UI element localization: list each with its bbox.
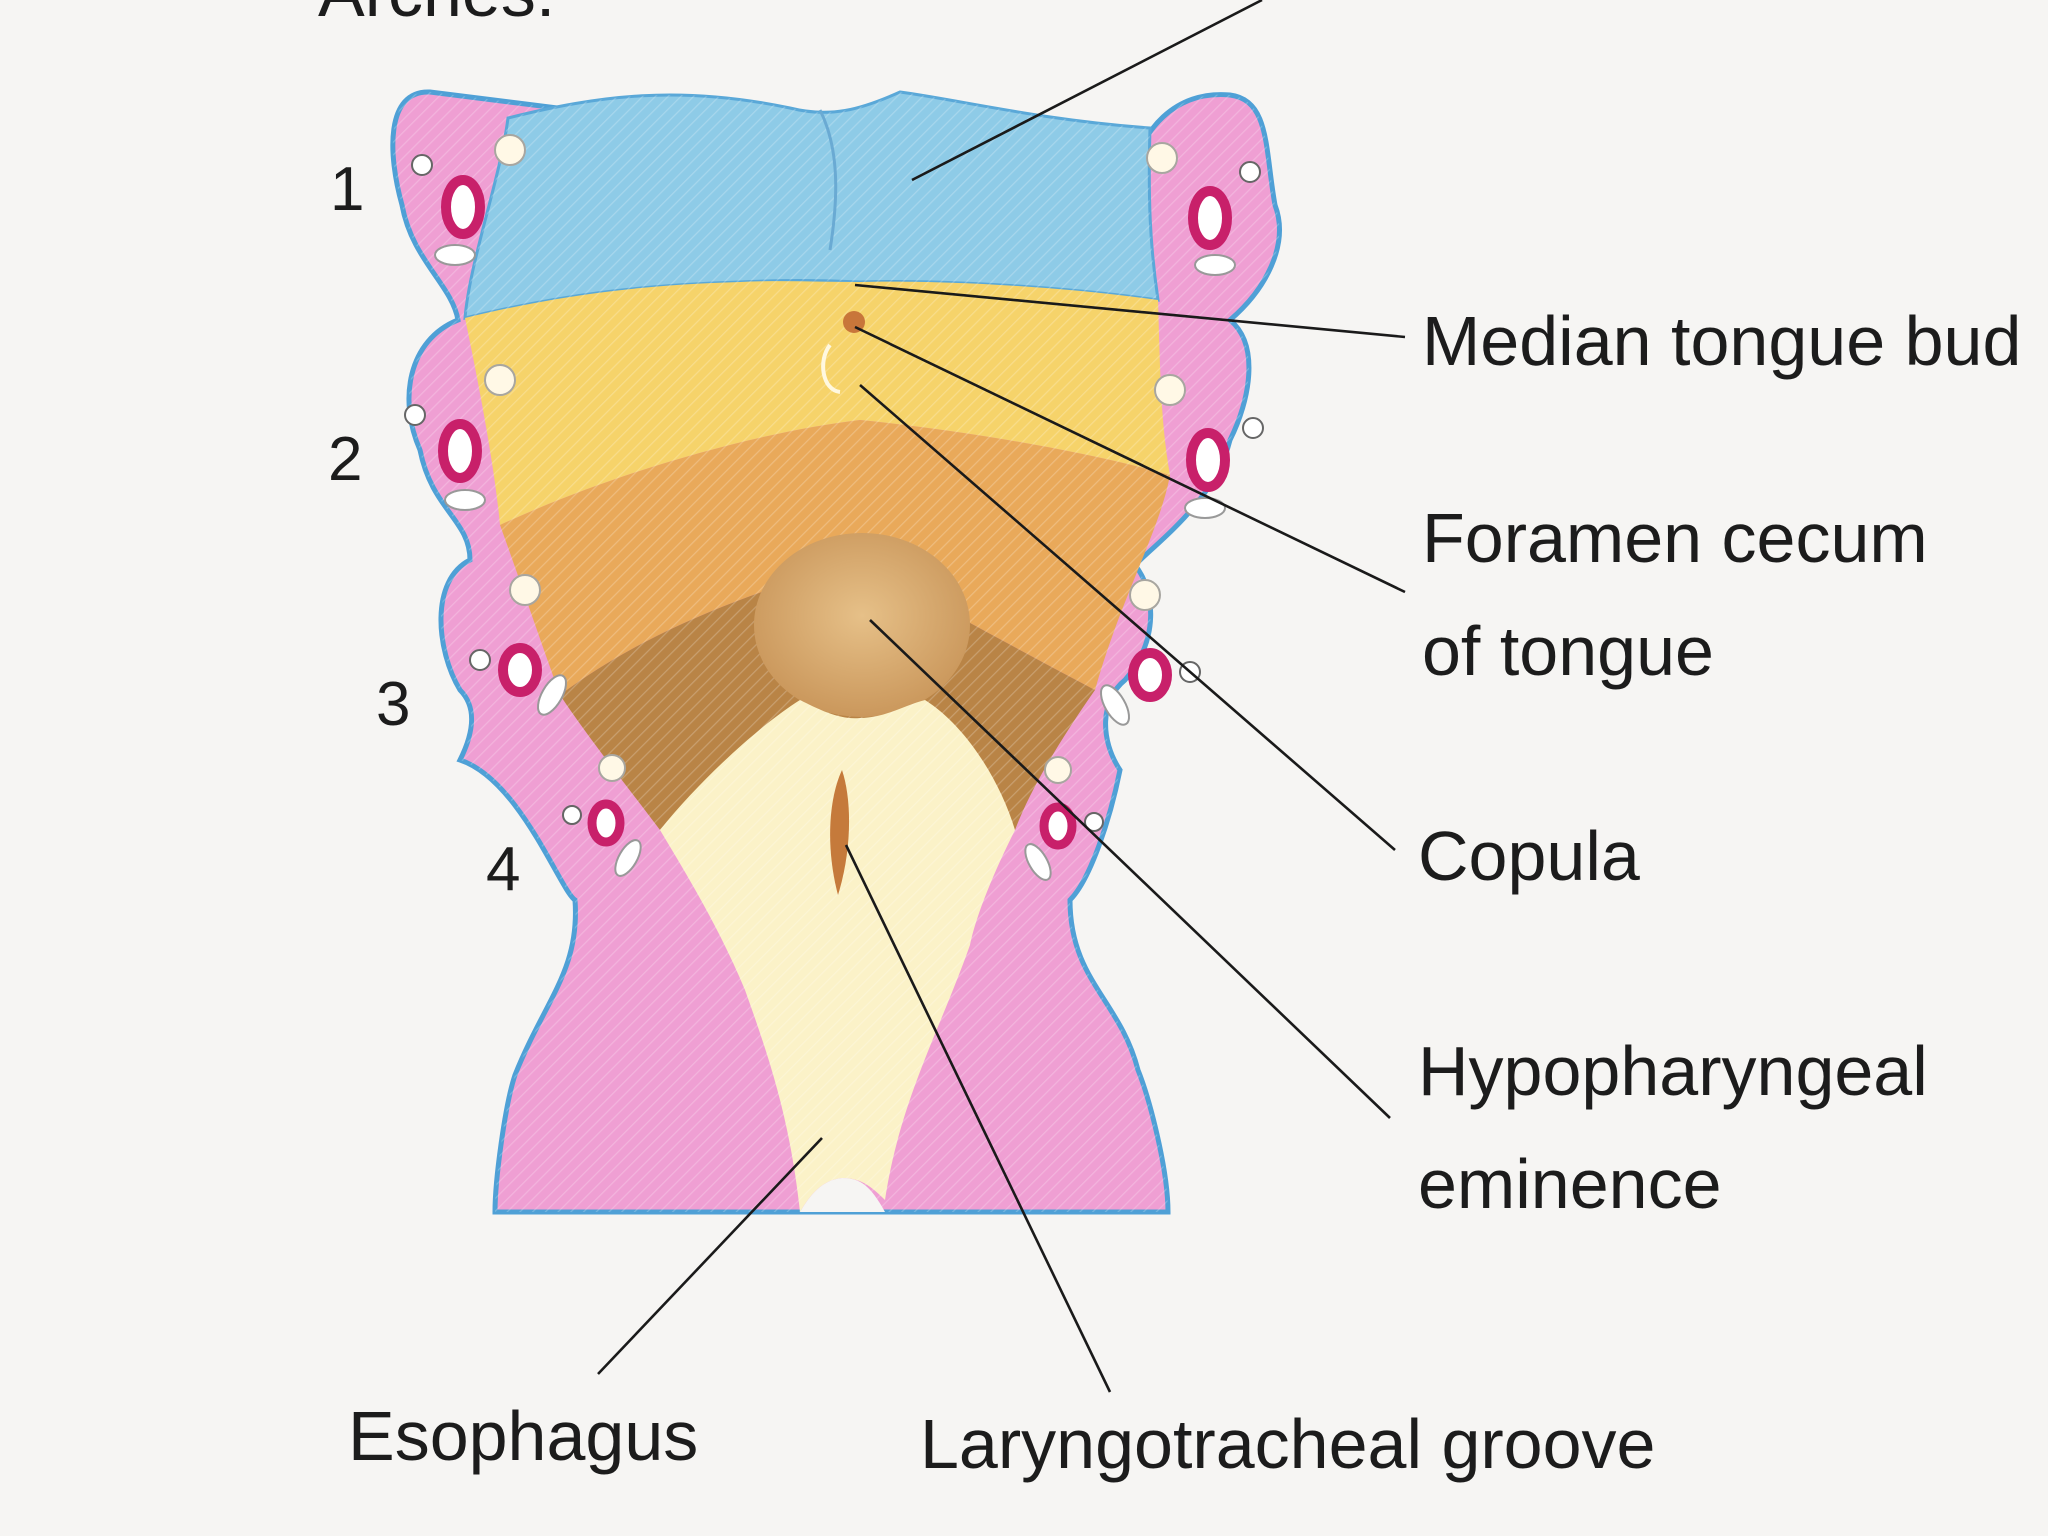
label-median-tongue-bud: Median tongue bud bbox=[1422, 302, 2021, 380]
label-hypopharyngeal-line2: eminence bbox=[1418, 1145, 1722, 1223]
hypopharyngeal-eminence-shape bbox=[754, 533, 970, 717]
heading-partial: Arches: bbox=[318, 0, 555, 31]
arch-number-2: 2 bbox=[328, 425, 362, 494]
label-hypopharyngeal-line1: Hypopharyngeal bbox=[1418, 1032, 1928, 1110]
label-foramen-cecum-line1: Foramen cecum bbox=[1422, 499, 1928, 577]
arch-number-3: 3 bbox=[376, 670, 410, 739]
label-foramen-cecum-line2: of tongue bbox=[1422, 612, 1714, 690]
arch-number-4: 4 bbox=[486, 835, 520, 904]
arch-number-1: 1 bbox=[330, 155, 364, 224]
label-laryngotracheal-groove: Laryngotracheal groove bbox=[920, 1405, 1655, 1483]
label-copula: Copula bbox=[1418, 817, 1640, 895]
label-esophagus: Esophagus bbox=[348, 1397, 698, 1475]
